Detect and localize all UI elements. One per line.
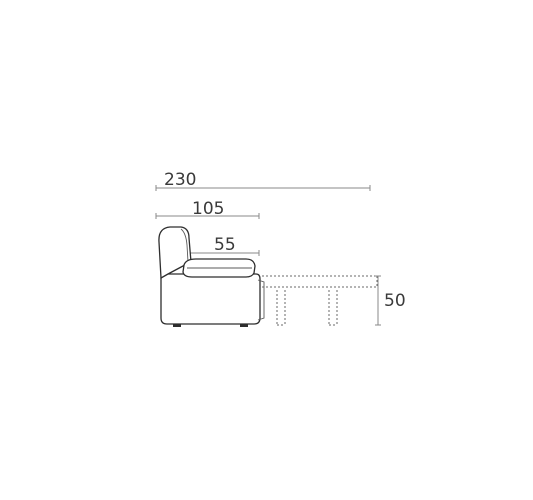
total-length-label: 230 xyxy=(164,170,196,190)
dimension-seat-depth: 55 xyxy=(189,235,260,256)
sofa-foot-back xyxy=(173,324,181,327)
seat-depth-label: 55 xyxy=(214,235,236,255)
sofa-base xyxy=(160,273,261,325)
dimension-sofa-depth: 105 xyxy=(155,199,260,219)
unfolded-bed-outline xyxy=(257,275,378,326)
sofa-depth-label: 105 xyxy=(192,199,224,219)
sofa-foot-front xyxy=(240,324,248,327)
sofa-backrest xyxy=(158,226,192,280)
bed-height-label: 50 xyxy=(384,291,406,311)
dimension-bed-height: 50 xyxy=(375,275,406,326)
dimension-total-length: 230 xyxy=(155,170,371,191)
sofa-side-profile xyxy=(158,226,265,327)
